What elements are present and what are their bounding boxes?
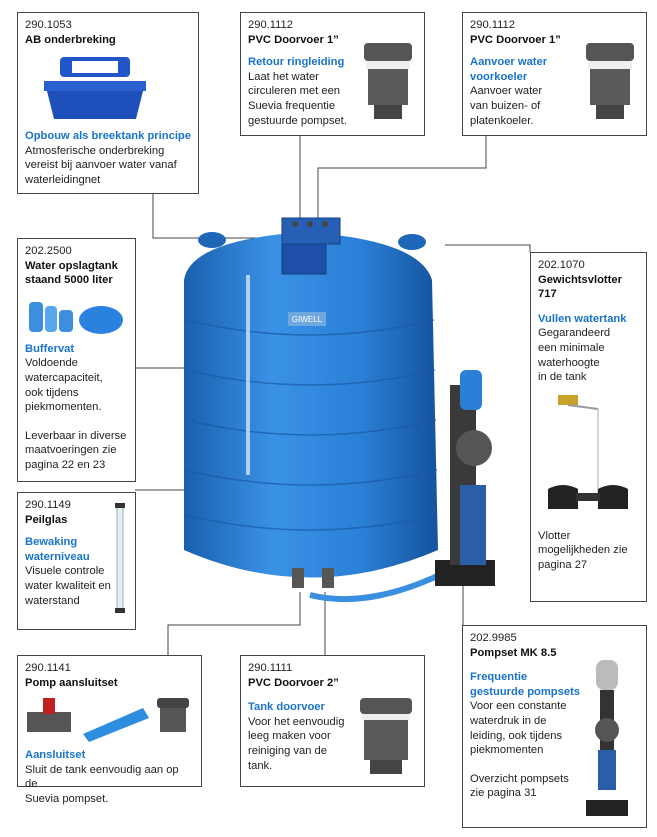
pvc-doorvoer-image <box>586 43 634 119</box>
product-title: AB onderbreking <box>25 33 116 46</box>
box-aanvoer-voorkoeler: 290.1112 PVC Doorvoer 1” Aanvoer water v… <box>462 12 647 136</box>
text-line: waterstand <box>25 594 80 607</box>
text-line: in de tank <box>538 371 587 384</box>
product-title: Peilglas <box>25 513 68 526</box>
text-line: reiniging van de <box>248 744 327 757</box>
product-title: Pomp aansluitset <box>25 676 118 689</box>
pvc-doorvoer-image <box>364 43 412 119</box>
product-code: 202.9985 <box>470 632 517 644</box>
text-line: van buizen- of <box>470 99 541 112</box>
section-heading: Aansluitset <box>25 749 86 762</box>
peilglas-image <box>115 503 125 613</box>
section-heading: Frequentie gestuurde pompsets <box>470 670 639 699</box>
text-line: Vlotter <box>538 529 571 542</box>
pvc-doorvoer-image <box>360 698 412 774</box>
text-line: pagina 27 <box>538 558 588 571</box>
text-line: Aanvoer water <box>470 85 543 98</box>
section-heading: Aanvoer water voorkoeler <box>470 55 639 84</box>
vlotter-image <box>548 394 628 509</box>
product-title: PVC Doorvoer 1” <box>248 33 339 46</box>
text-line: een minimale <box>538 341 605 354</box>
text-line: Suevia frequentie <box>248 99 336 112</box>
section-heading: Tank doorvoer <box>248 701 325 714</box>
text-line: leeg maken voor <box>248 730 331 743</box>
section-heading: Opbouw als breektank principe <box>25 130 191 143</box>
section-heading: Bewaking waterniveau <box>25 535 128 564</box>
text-line: Atmosferische onderbreking <box>25 144 165 157</box>
text-line: leiding, ook tijdens <box>470 729 563 742</box>
box-pompset: 202.9985 Pompset MK 8.5 Frequentie gestu… <box>462 625 647 828</box>
title-line: Gewichtsvlotter <box>538 273 622 286</box>
product-code: 202.1070 <box>538 259 585 271</box>
title-line: staand 5000 liter <box>25 274 113 287</box>
text-line: waterhoogte <box>538 356 600 369</box>
box-peilglas: 290.1149 Peilglas Bewaking waterniveau V… <box>17 492 136 630</box>
text-line: Suevia pompset. <box>25 792 109 805</box>
box-gewichtsvlotter: 202.1070 Gewichtsvlotter 717 Vullen wate… <box>530 252 647 602</box>
product-title: Water opslagtank staand 5000 liter <box>25 259 128 288</box>
text-line: pagina 22 en 23 <box>25 458 106 471</box>
text-line: tank. <box>248 759 273 772</box>
text-line: maatvoeringen zie <box>25 444 117 457</box>
product-code: 290.1053 <box>25 19 72 31</box>
text-line: Voor het eenvoudig <box>248 715 345 728</box>
text-line: zie pagina 31 <box>470 787 537 800</box>
heading-line: gestuurde pompsets <box>470 685 581 698</box>
section-heading: Buffervat <box>25 342 75 355</box>
text-line: ook tijdens <box>25 386 79 399</box>
box-pvc-doorvoer-2: 290.1111 PVC Doorvoer 2” Tank doorvoer V… <box>240 655 425 787</box>
ab-onderbreking-image <box>44 57 146 120</box>
text-line: circuleren met een <box>248 85 341 98</box>
product-title: PVC Doorvoer 1” <box>470 33 561 46</box>
text-line: Sluit de tank eenvoudig aan op de <box>25 763 179 791</box>
heading-line: voorkoeler <box>470 70 528 83</box>
text-line: platenkoeler. <box>470 114 534 127</box>
heading-line: waterniveau <box>25 550 90 563</box>
text-line: mogelijkheden zie <box>538 544 628 557</box>
product-title: Gewichtsvlotter 717 <box>538 273 639 302</box>
text-line: Voor een constante <box>470 700 567 713</box>
text-line: Overzicht pompsets <box>470 772 569 785</box>
text-line: piekmomenten <box>470 744 544 757</box>
text-line: waterdruk in de <box>470 714 547 727</box>
heading-line: Bewaking <box>25 536 78 549</box>
product-code: 290.1149 <box>25 499 71 511</box>
product-code: 202.2500 <box>25 245 72 257</box>
text-line: watercapaciteit, <box>25 371 103 384</box>
box-opslagtank: 202.2500 Water opslagtank staand 5000 li… <box>17 238 136 482</box>
text-line: vereist bij aanvoer water vanaf <box>25 159 177 172</box>
text-line: Laat het water <box>248 70 319 83</box>
title-line: Water opslagtank <box>25 259 118 272</box>
text-line: water kwaliteit en <box>25 579 111 592</box>
title-line: 717 <box>538 288 557 301</box>
product-title: PVC Doorvoer 2” <box>248 676 339 689</box>
product-code: 290.1111 <box>248 662 293 674</box>
box-retour-ringleiding: 290.1112 PVC Doorvoer 1” Retour ringleid… <box>240 12 425 136</box>
aansluitset-image <box>27 698 189 743</box>
tank-brand-label: GIWELL <box>292 315 323 324</box>
text-line: Voldoende <box>25 357 78 370</box>
tank-illustration: GIWELL <box>184 217 495 603</box>
text-line: Leverbaar in diverse <box>25 429 127 442</box>
text-line: Gegarandeerd <box>538 327 611 340</box>
section-heading: Vullen watertank <box>538 312 627 325</box>
box-ab-onderbreking: 290.1053 AB onderbreking Opbouw als bree… <box>17 12 199 194</box>
product-code: 290.1112 <box>470 19 515 31</box>
text-line: gestuurde pompset. <box>248 114 347 127</box>
tank-variants-image <box>29 301 123 334</box>
pompset-image <box>586 660 628 816</box>
text-line: waterleidingnet <box>25 173 101 186</box>
heading-line: Frequentie <box>470 671 528 684</box>
text-line: Visuele controle <box>25 565 105 578</box>
section-heading: Retour ringleiding <box>248 56 345 69</box>
box-pomp-aansluitset: 290.1141 Pomp aansluitset Aansluitset Sl… <box>17 655 202 805</box>
heading-line: Aanvoer water <box>470 56 548 69</box>
product-code: 290.1112 <box>248 19 293 31</box>
text-line: piekmomenten. <box>25 401 102 414</box>
product-code: 290.1141 <box>25 662 71 674</box>
product-title: Pompset MK 8.5 <box>470 646 557 659</box>
